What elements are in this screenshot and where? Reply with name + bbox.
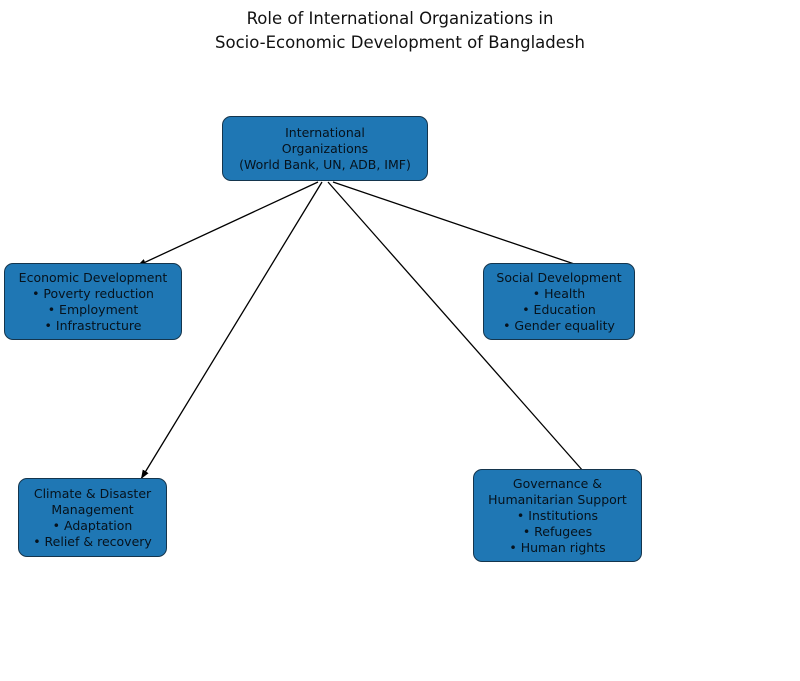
node-governance-humanitarian-support: Governance & Humanitarian Support • Inst… [473,469,642,562]
arrow-to-social-development [332,181,590,270]
diagram-title: Role of International Organizations in S… [215,9,585,52]
arrow-to-economic-development [136,181,319,267]
node-economic-development: Economic Development • Poverty reduction… [4,263,182,340]
node-social-development: Social Development • Health • Education … [483,263,635,340]
node-climate-disaster-management: Climate & Disaster Management • Adaptati… [18,478,167,557]
node-international-organizations: International Organizations (World Bank,… [222,116,428,181]
